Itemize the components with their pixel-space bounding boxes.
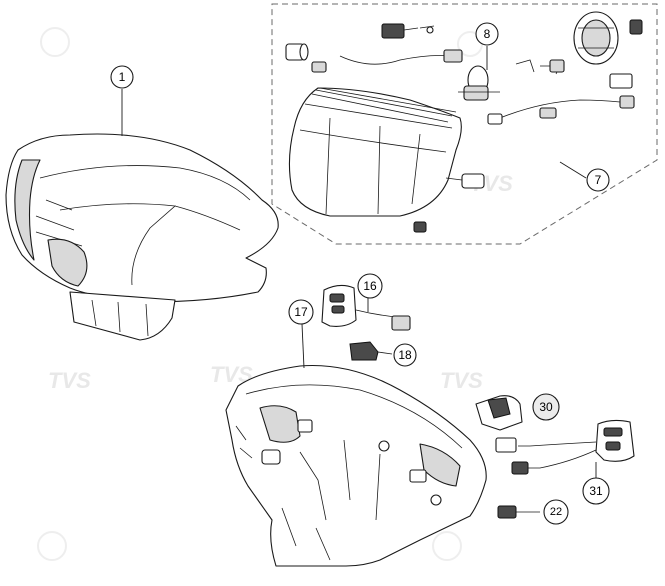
- headlamp-clip-part: [515, 59, 565, 75]
- headlamp-adjust-screw-part: [413, 173, 485, 233]
- callout-1: 1: [110, 65, 134, 89]
- callout-22: 22: [543, 499, 569, 525]
- callout-number-17: 17: [294, 305, 308, 319]
- connector-part: [497, 505, 540, 519]
- callout-7: 7: [586, 168, 610, 192]
- callout-number-31: 31: [589, 484, 603, 498]
- callout-number-18: 18: [398, 348, 412, 362]
- headlamp-unit-part: [288, 87, 462, 217]
- switch-housing-part: [475, 395, 523, 431]
- callout-number-22: 22: [550, 506, 562, 518]
- headlamp-bulb-part: [458, 65, 500, 101]
- headlamp-assembly-boundary: [271, 3, 658, 245]
- callout-31: 31: [582, 477, 610, 505]
- rear-handlebar-cover-part: [225, 364, 487, 567]
- handlebar-switch-right-part: [495, 419, 635, 475]
- callout-18: 18: [393, 343, 417, 367]
- callout-leader-17: [301, 323, 305, 369]
- callout-number-7: 7: [595, 173, 602, 187]
- callout-number-16: 16: [363, 279, 377, 293]
- position-lamp-harness-part: [487, 73, 635, 125]
- callout-17: 17: [288, 299, 314, 325]
- callout-30: 30: [532, 393, 560, 421]
- watermark-text: TVS: [440, 368, 483, 393]
- callout-number-30: 30: [539, 400, 553, 414]
- callout-leader-7: [559, 161, 587, 179]
- callout-number-8: 8: [484, 27, 491, 41]
- front-cowl-part: [5, 133, 279, 341]
- callout-number-1: 1: [119, 70, 126, 84]
- headlamp-wire-harness-part: [339, 23, 463, 65]
- handlebar-switch-left-part: [321, 284, 411, 331]
- headlamp-socket-part: [285, 43, 327, 73]
- callout-16: 16: [357, 273, 383, 299]
- watermark-text: TVS: [48, 368, 91, 393]
- small-switch-part: [349, 341, 393, 361]
- headlamp-cover-ring-part: [573, 11, 643, 65]
- callout-8: 8: [475, 22, 499, 46]
